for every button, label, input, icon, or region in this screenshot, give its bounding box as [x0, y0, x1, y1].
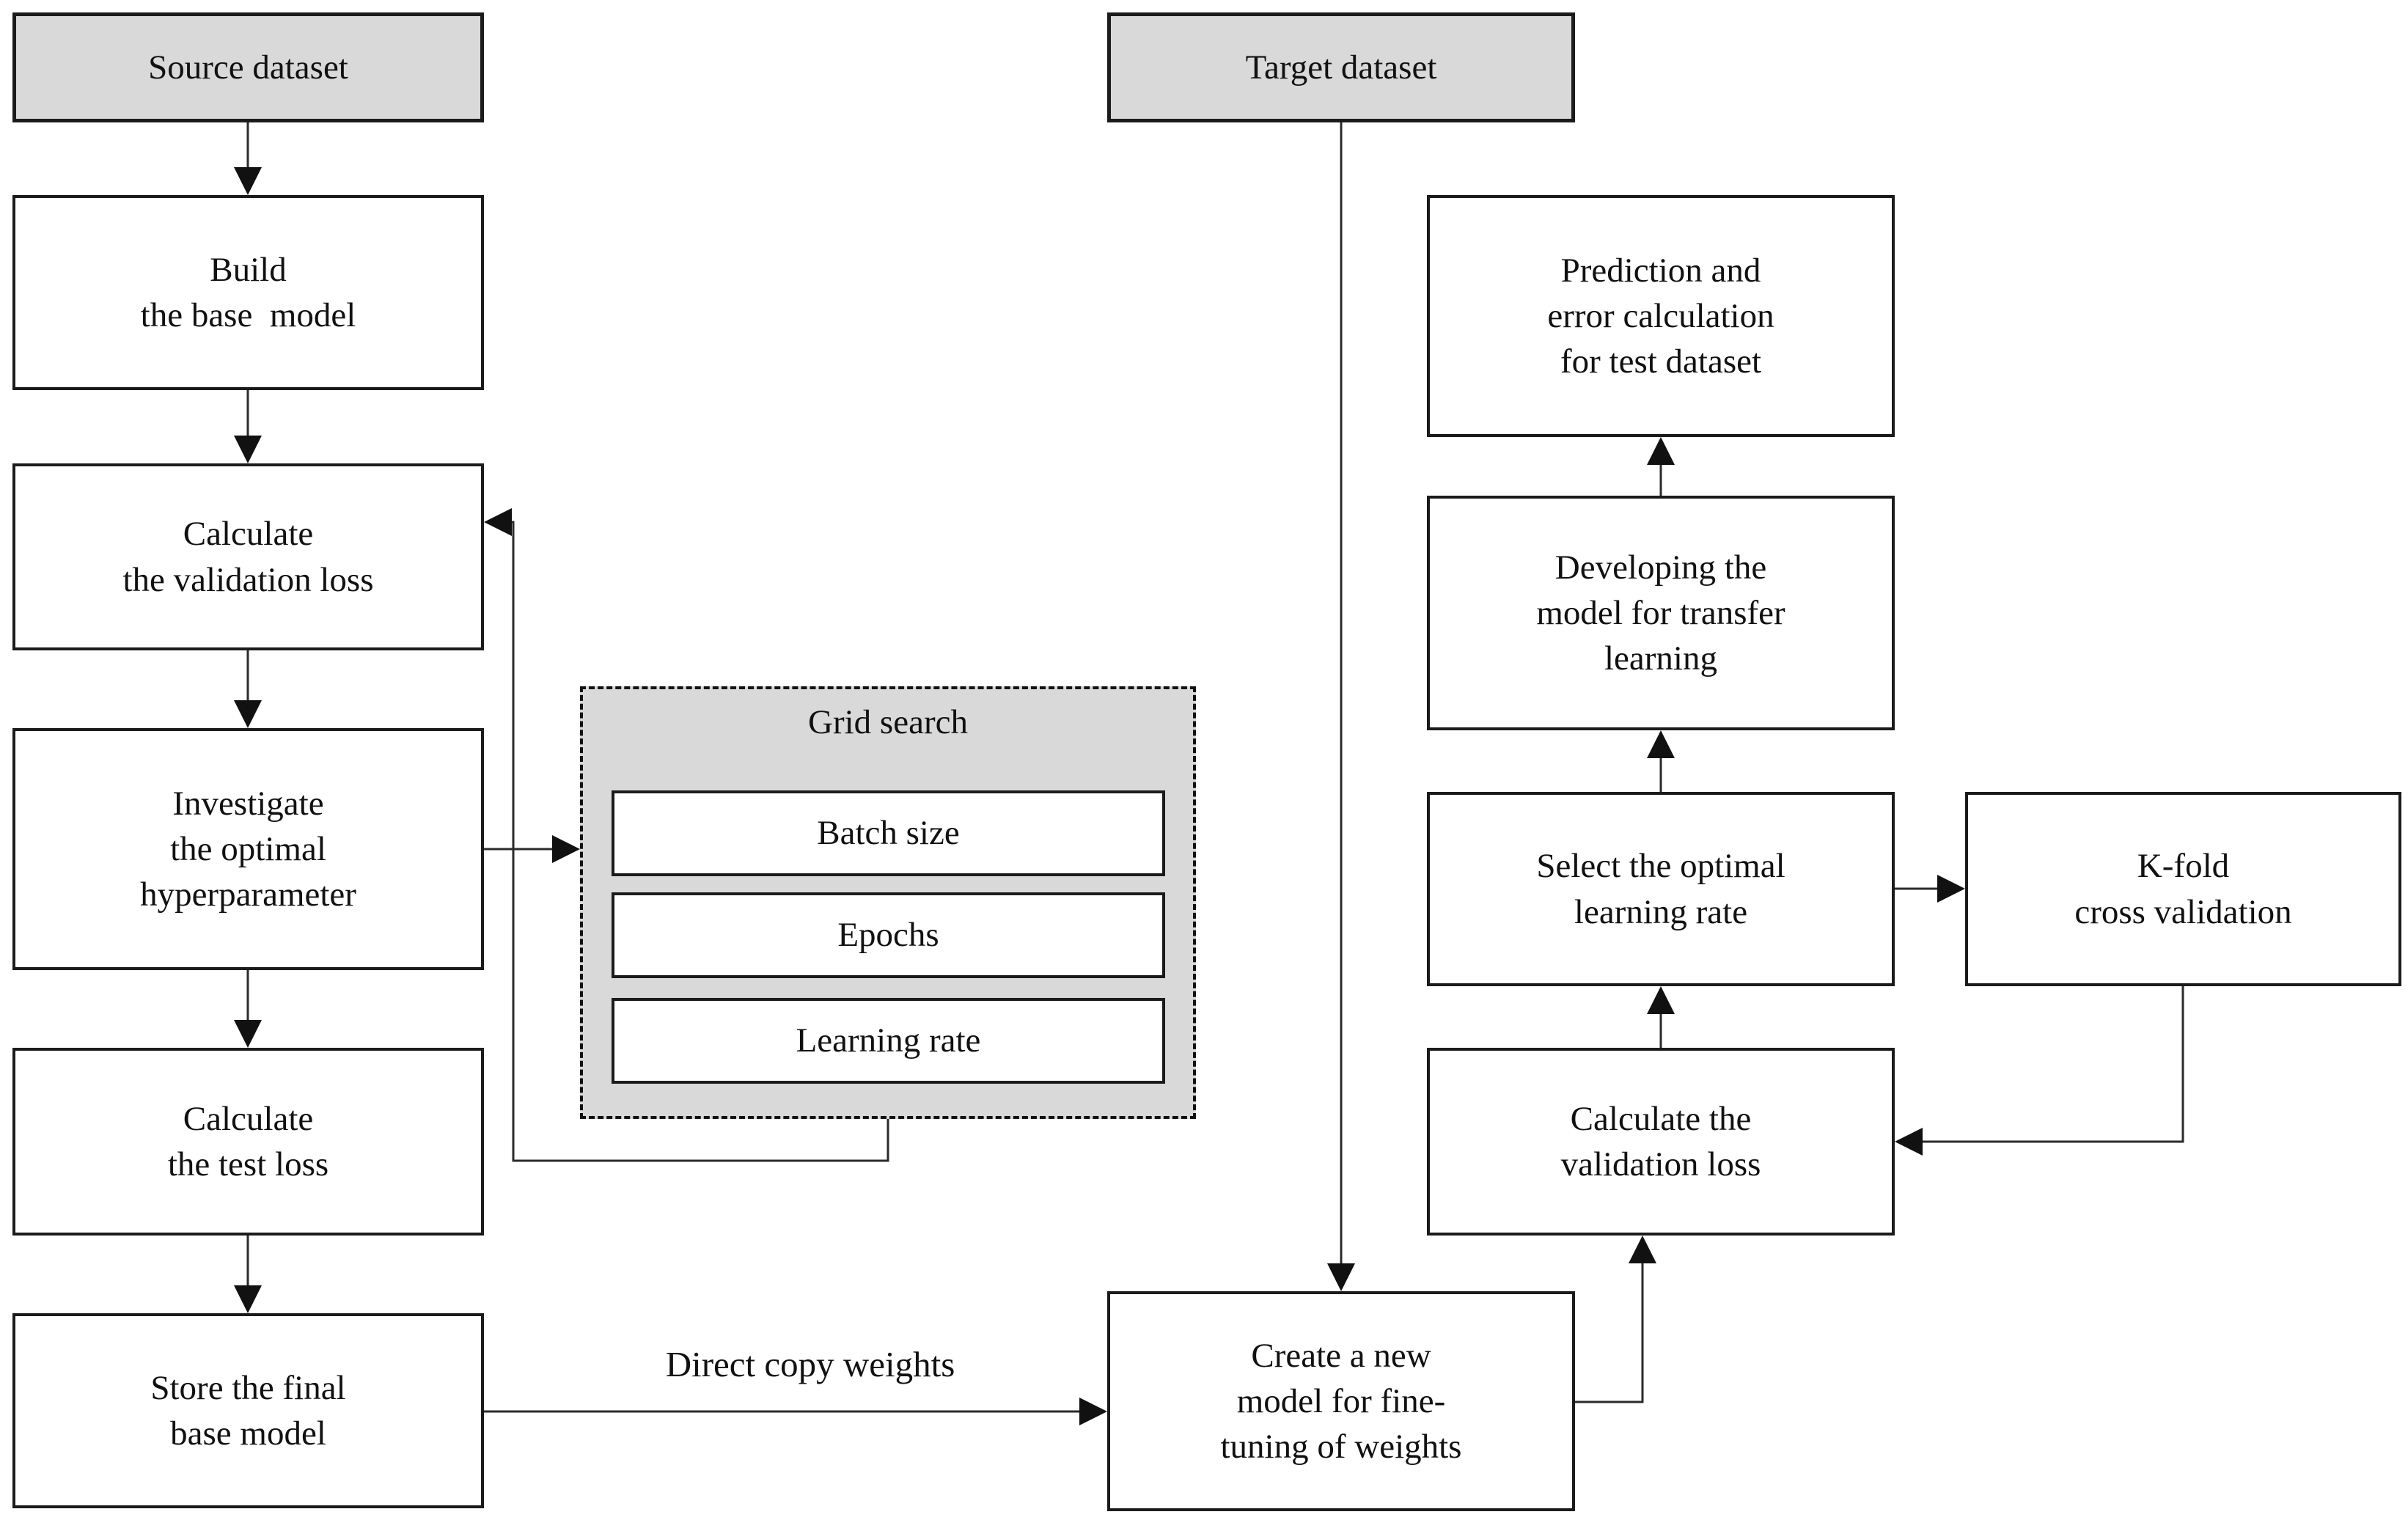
edge-calc-test-to-store [234, 1236, 262, 1313]
edge-select-to-developing [1647, 730, 1675, 792]
arrowhead-down-icon [234, 167, 262, 195]
node-label-line: Create a new [1251, 1336, 1431, 1375]
node-label: Source dataset [148, 48, 348, 87]
node-label-line: error calculation [1547, 296, 1774, 335]
node-create-new-model: Create a new model for fine- tuning of w… [1107, 1291, 1575, 1511]
arrowhead-down-icon [1327, 1263, 1355, 1291]
edge-calc-validation-target-to-select [1647, 986, 1675, 1048]
arrowhead-left-icon [484, 508, 512, 536]
node-label-line: Calculate [183, 515, 314, 554]
node-investigate-hyperparameter: Investigate the optimal hyperparameter [12, 728, 484, 970]
node-label-line: model for transfer [1536, 593, 1785, 632]
arrowhead-up-icon [1629, 1236, 1656, 1263]
arrowhead-up-icon [1647, 986, 1675, 1014]
arrowhead-right-icon [1079, 1398, 1107, 1425]
arrowhead-down-icon [234, 700, 262, 728]
node-store-final-base-model: Store the final base model [12, 1313, 484, 1508]
edge-kfold-to-calc-validation-target [1895, 986, 2184, 1156]
node-label-line: for test dataset [1560, 342, 1762, 381]
node-label-line: the test loss [167, 1145, 329, 1183]
node-label-line: model for fine- [1236, 1381, 1446, 1420]
node-calc-test-loss: Calculate the test loss [12, 1048, 484, 1236]
node-label: Learning rate [796, 1021, 981, 1060]
grid-item-epochs: Epochs [612, 892, 1165, 978]
arrowhead-down-icon [234, 1285, 262, 1313]
edge-build-to-calc-validation [234, 390, 262, 463]
node-label-line: Developing the [1554, 548, 1767, 587]
node-label-line: learning [1604, 639, 1717, 678]
node-label: Target dataset [1245, 48, 1437, 87]
edge-create-to-calc-validation-target [1575, 1236, 1656, 1403]
node-select-learning-rate: Select the optimal learning rate [1427, 792, 1895, 986]
arrowhead-right-icon [1937, 875, 1965, 903]
node-label-line: cross validation [2074, 892, 2292, 931]
grid-search-title: Grid search [808, 703, 968, 741]
edge-investigate-to-calc-test [234, 970, 262, 1048]
node-label-line: Select the optimal [1536, 847, 1785, 886]
node-label-line: Prediction and [1560, 251, 1761, 290]
edge-select-to-kfold [1895, 875, 1965, 903]
node-label-line: Calculate [183, 1099, 314, 1138]
node-label-line: Calculate the [1570, 1099, 1752, 1138]
node-prediction-error: Prediction and error calculation for tes… [1427, 195, 1895, 437]
node-label-line: base model [170, 1414, 326, 1453]
grid-search-panel: Grid search Batch size Epochs Learning r… [580, 686, 1196, 1119]
grid-item-batch-size: Batch size [612, 790, 1165, 876]
node-label: Epochs [837, 916, 939, 955]
node-label-line: Build [210, 250, 287, 289]
node-label-line: validation loss [1560, 1145, 1761, 1183]
node-source-dataset: Source dataset [12, 12, 484, 122]
node-build-base-model: Build the base model [12, 195, 484, 390]
node-label-line: hyperparameter [140, 875, 356, 914]
node-label-line: tuning of weights [1220, 1428, 1462, 1466]
node-target-dataset: Target dataset [1107, 12, 1575, 122]
node-label: Batch size [817, 814, 960, 853]
node-label-line: Store the final [150, 1368, 346, 1407]
node-label-line: the base model [140, 296, 356, 334]
edge-source-to-build [234, 122, 262, 195]
grid-item-learning-rate: Learning rate [612, 998, 1165, 1084]
edge-investigate-to-grid-search [484, 835, 580, 863]
edge-developing-to-prediction [1647, 437, 1675, 496]
node-label-line: K-fold [2137, 847, 2230, 886]
arrowhead-up-icon [1647, 437, 1675, 465]
node-label-line: learning rate [1574, 892, 1748, 931]
arrowhead-down-icon [234, 436, 262, 463]
node-label-line: the validation loss [122, 560, 374, 599]
arrowhead-right-icon [552, 835, 580, 863]
node-label-line: Investigate [172, 784, 324, 823]
node-label-line: the optimal [170, 829, 326, 868]
arrowhead-up-icon [1647, 730, 1675, 758]
edge-label-direct-copy-weights: Direct copy weights [665, 1344, 955, 1384]
node-calc-validation-loss-target: Calculate the validation loss [1427, 1048, 1895, 1236]
node-kfold-cross-validation: K-fold cross validation [1965, 792, 2401, 986]
edge-calc-validation-to-investigate [234, 650, 262, 728]
node-developing-model: Developing the model for transfer learni… [1427, 496, 1895, 730]
arrowhead-down-icon [234, 1020, 262, 1048]
node-calc-validation-loss: Calculate the validation loss [12, 463, 484, 650]
arrowhead-left-icon [1895, 1128, 1923, 1156]
edge-target-to-create [1327, 122, 1355, 1291]
edge-store-to-create-direct-copy [484, 1398, 1107, 1425]
